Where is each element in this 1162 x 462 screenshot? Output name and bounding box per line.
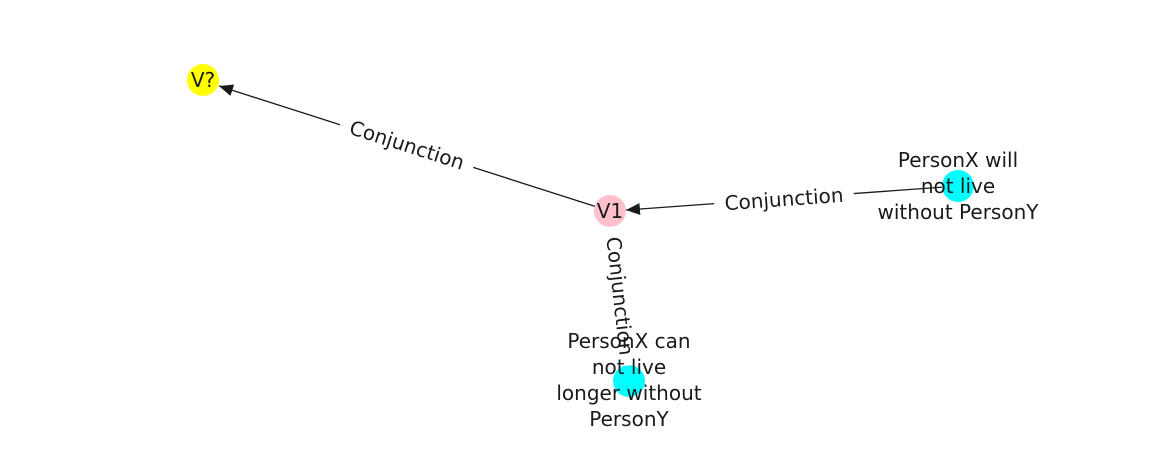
node-label-v-query: V? [191,68,215,92]
node-label-personx-can-line-2: not live [592,355,666,379]
node-label-personx-will-line-1: PersonX will [898,148,1018,172]
node-labels: V? V1 PersonX will not live without Pers… [191,68,1039,431]
node-v-query[interactable] [187,64,219,96]
node-label-personx-can-line-4: PersonY [589,407,669,431]
nodes [187,64,974,397]
node-v1[interactable] [594,195,626,227]
node-label-personx-can-line-1: PersonX can [567,329,690,353]
node-personx-will[interactable] [942,170,974,202]
node-personx-can[interactable] [613,365,645,397]
node-label-personx-will-line-3: without PersonY [878,200,1040,224]
node-label-v1: V1 [597,199,623,223]
node-label-personx-will-line-2: not live [921,174,995,198]
edge-label-personx-will-to-v1: Conjunction [724,183,845,215]
node-label-personx-can-line-3: longer without [556,381,701,405]
